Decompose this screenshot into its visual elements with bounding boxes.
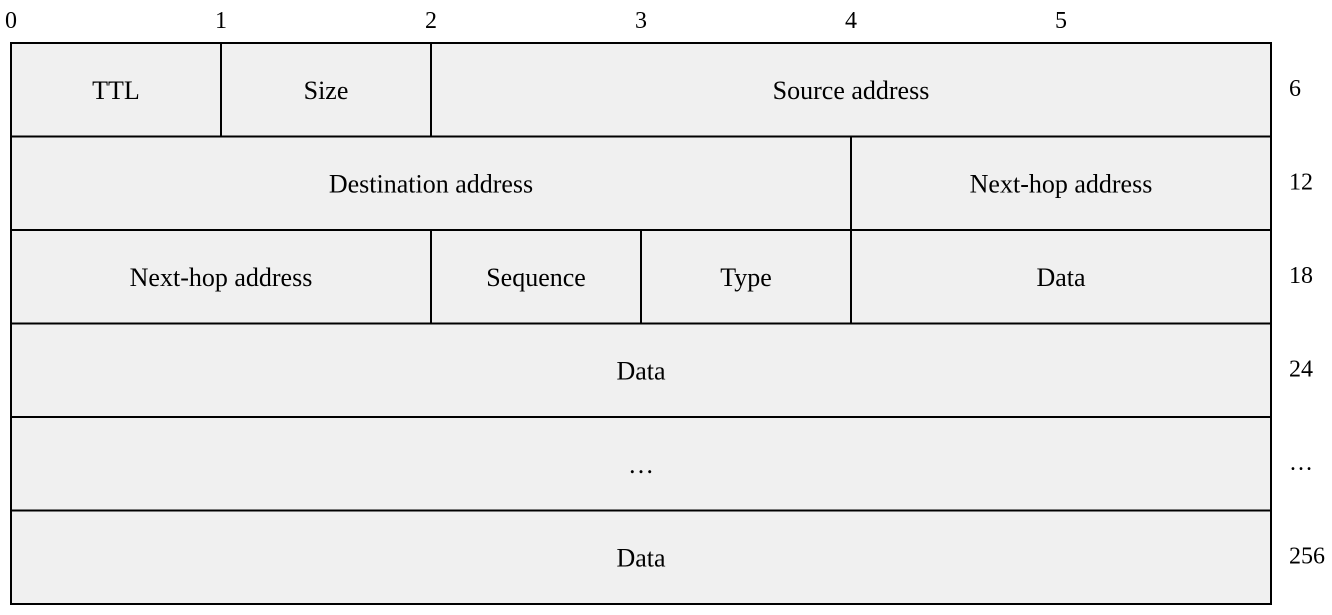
packet-row: Destination address Next-hop address xyxy=(10,135,1272,231)
column-offset-label: 4 xyxy=(845,8,857,34)
packet-field-box xyxy=(10,509,1272,605)
packet-row: Data xyxy=(10,322,1272,418)
packet-field-box xyxy=(10,322,1272,418)
packet-field-label: Source address xyxy=(773,76,930,105)
packet-field: Data xyxy=(850,229,1272,325)
column-offset-label: 5 xyxy=(1055,8,1067,34)
packet-field-box xyxy=(10,229,432,325)
packet-row: … xyxy=(10,416,1272,512)
packet-field-label: Data xyxy=(616,543,666,572)
packet-field: … xyxy=(10,416,1272,512)
packet-field-label: TTL xyxy=(92,76,140,105)
packet-field: Next-hop address xyxy=(850,135,1272,231)
row-offset-label: 256 xyxy=(1289,543,1325,569)
packet-field-box xyxy=(10,416,1272,512)
packet-field-label: Next-hop address xyxy=(130,263,313,292)
packet-field: Source address xyxy=(430,42,1272,138)
packet-field-label: Destination address xyxy=(329,169,533,198)
packet-row: Data xyxy=(10,509,1272,605)
packet-field-box xyxy=(10,135,852,231)
row-offset-label: … xyxy=(1289,450,1313,476)
row-offset-label: 6 xyxy=(1289,76,1301,102)
packet-field-label: … xyxy=(628,450,654,479)
packet-field: Size xyxy=(220,42,432,138)
packet-field-label: Size xyxy=(304,76,349,105)
packet-field: Destination address xyxy=(10,135,852,231)
packet-field-box xyxy=(10,42,222,138)
packet-field-label: Next-hop address xyxy=(970,169,1153,198)
row-offset-label: 12 xyxy=(1289,169,1313,195)
packet-field: Sequence xyxy=(430,229,642,325)
packet-field-box xyxy=(430,42,1272,138)
packet-row: TTL Size Source address xyxy=(10,42,1272,138)
column-offset-label: 0 xyxy=(5,8,17,34)
packet-field-label: Sequence xyxy=(486,263,586,292)
packet-field-label: Data xyxy=(616,356,666,385)
column-offset-label: 1 xyxy=(215,8,227,34)
row-offset-label: 18 xyxy=(1289,263,1313,289)
packet-field: Next-hop address xyxy=(10,229,432,325)
packet-field-label: Type xyxy=(720,263,772,292)
packet-field-box xyxy=(640,229,852,325)
packet-field: TTL xyxy=(10,42,222,138)
packet-field-box xyxy=(850,135,1272,231)
packet-field: Type xyxy=(640,229,852,325)
packet-field: Data xyxy=(10,509,1272,605)
column-labels: 0 1 2 3 4 5 xyxy=(5,8,1067,34)
row-offset-label: 24 xyxy=(1289,356,1313,382)
packet-field-box xyxy=(220,42,432,138)
row-labels: 6 12 18 24 … 256 xyxy=(1289,76,1325,570)
packet-field-label: Data xyxy=(1036,263,1086,292)
packet-row: Next-hop address Sequence Type Data xyxy=(10,229,1272,325)
column-offset-label: 2 xyxy=(425,8,437,34)
packet-field: Data xyxy=(10,322,1272,418)
column-offset-label: 3 xyxy=(635,8,647,34)
